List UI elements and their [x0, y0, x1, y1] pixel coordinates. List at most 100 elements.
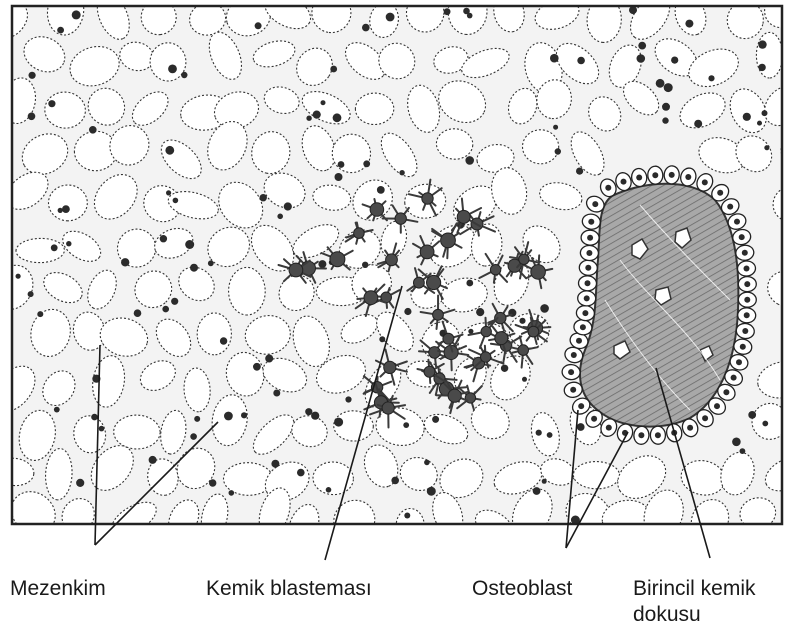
mesenchyme-nucleus — [165, 146, 174, 155]
osteoblast-nucleus — [702, 179, 708, 185]
mesenchyme-nucleus — [297, 469, 305, 477]
mesenchyme-nucleus — [404, 513, 410, 519]
mesenchyme-nucleus — [363, 160, 370, 167]
mesenchyme-nucleus — [664, 83, 673, 92]
mesenchyme-nucleus — [305, 408, 312, 415]
mesenchyme-nucleus — [362, 262, 368, 268]
mesenchyme-nucleus — [306, 116, 311, 121]
mesenchyme-nucleus — [379, 336, 385, 342]
osteoblast-nucleus — [584, 295, 590, 301]
mesenchyme-nucleus — [121, 258, 129, 266]
mesenchyme-nucleus — [427, 487, 436, 496]
mesenchyme-nucleus — [671, 57, 678, 64]
label-kemik-blastemasi: Kemik blasteması — [206, 576, 372, 602]
mesenchyme-nucleus — [501, 365, 508, 372]
osteoblast-nucleus — [685, 174, 691, 180]
mesenchyme-nucleus — [318, 260, 326, 268]
mesenchyme-cell — [783, 403, 805, 456]
mesenchyme-nucleus — [181, 72, 187, 78]
mesenchyme-nucleus — [542, 479, 547, 484]
mesenchyme-nucleus — [28, 113, 36, 121]
osteoblast-nucleus — [636, 175, 642, 181]
osteoblast-nucleus — [570, 387, 576, 393]
osteoblast-nucleus — [638, 432, 644, 438]
osteoblast-nucleus — [588, 219, 594, 225]
mesenchyme-nucleus — [662, 117, 668, 123]
mesenchyme-nucleus — [171, 298, 178, 305]
osteoblast-nucleus — [605, 185, 611, 191]
mesenchyme-nucleus — [391, 477, 399, 485]
mesenchyme-nucleus — [160, 235, 167, 242]
mesenchyme-nucleus — [194, 416, 200, 422]
osteoblast-nucleus — [727, 204, 733, 210]
osteoblast-nucleus — [714, 403, 720, 409]
mesenchyme-nucleus — [16, 274, 21, 279]
mesenchyme-nucleus — [540, 304, 549, 313]
osteoblast-nucleus — [717, 190, 723, 196]
mesenchyme-nucleus — [333, 113, 342, 122]
mesenchyme-nucleus — [656, 79, 665, 88]
mesenchyme-nucleus — [66, 241, 71, 246]
mesenchyme-nucleus — [533, 487, 541, 495]
mesenchyme-nucleus — [662, 103, 670, 111]
osteoblast-nucleus — [580, 324, 586, 330]
mesenchyme-nucleus — [338, 161, 345, 168]
mesenchyme-nucleus — [629, 6, 637, 14]
mesenchyme-nucleus — [522, 377, 527, 382]
osteoblast-nucleus — [587, 235, 593, 241]
mesenchyme-nucleus — [536, 430, 542, 436]
osteoblast-nucleus — [723, 389, 729, 395]
mesenchyme-nucleus — [54, 407, 60, 413]
mesenchyme-nucleus — [241, 412, 247, 418]
osteoblast-nucleus — [740, 344, 746, 350]
mesenchyme-nucleus — [468, 329, 473, 334]
mesenchyme-nucleus — [732, 438, 741, 447]
label-birincil-line2: dokusu — [633, 602, 756, 628]
mesenchyme-nucleus — [555, 148, 561, 154]
mesenchyme-nucleus — [399, 170, 404, 175]
mesenchyme-nucleus — [62, 205, 70, 213]
mesenchyme-nucleus — [58, 208, 63, 213]
mesenchyme-nucleus — [577, 423, 585, 431]
mesenchyme-nucleus — [553, 125, 558, 130]
mesenchyme-nucleus — [403, 422, 409, 428]
mesenchyme-nucleus — [209, 479, 216, 486]
mesenchyme-nucleus — [335, 173, 343, 181]
mesenchyme-nucleus — [476, 308, 484, 316]
mesenchyme-cell — [783, 222, 805, 270]
mesenchyme-nucleus — [758, 64, 765, 71]
osteoblast-nucleus — [585, 280, 591, 286]
label-birincil-kemik-dokusu: Birincil kemik dokusu — [633, 576, 756, 628]
mesenchyme-nucleus — [51, 244, 58, 251]
mesenchyme-nucleus — [224, 412, 233, 421]
mesenchyme-nucleus — [190, 264, 198, 272]
mesenchyme-nucleus — [265, 355, 273, 363]
mesenchyme-nucleus — [76, 479, 84, 487]
mesenchyme-nucleus — [465, 156, 474, 165]
osteoblast-nucleus — [652, 172, 658, 178]
mesenchyme-nucleus — [28, 72, 35, 79]
mesenchyme-cell — [396, 509, 424, 544]
mesenchyme-nucleus — [577, 57, 585, 65]
osteoblast-nucleus — [585, 265, 591, 271]
osteoblast-nucleus — [669, 172, 675, 178]
mesenchyme-nucleus — [208, 260, 214, 266]
mesenchyme-nucleus — [463, 8, 470, 15]
mesenchyme-nucleus — [519, 318, 525, 324]
mesenchyme-nucleus — [576, 168, 583, 175]
mesenchyme-nucleus — [89, 126, 97, 134]
osteoblast-nucleus — [592, 201, 598, 207]
osteoblast-nucleus — [586, 250, 592, 256]
mesenchyme-nucleus — [466, 280, 473, 287]
mesenchyme-nucleus — [547, 432, 553, 438]
mesenchyme-nucleus — [57, 27, 64, 34]
osteoblast-nucleus — [578, 403, 584, 409]
osteoblast-nucleus — [655, 432, 661, 438]
mesenchyme-nucleus — [764, 145, 769, 150]
osteoblast-nucleus — [736, 359, 742, 365]
osteoblast-nucleus — [744, 281, 750, 287]
osteoblast-nucleus — [739, 234, 745, 240]
mesenchyme-nucleus — [321, 100, 326, 105]
mesenchyme-nucleus — [166, 190, 171, 195]
